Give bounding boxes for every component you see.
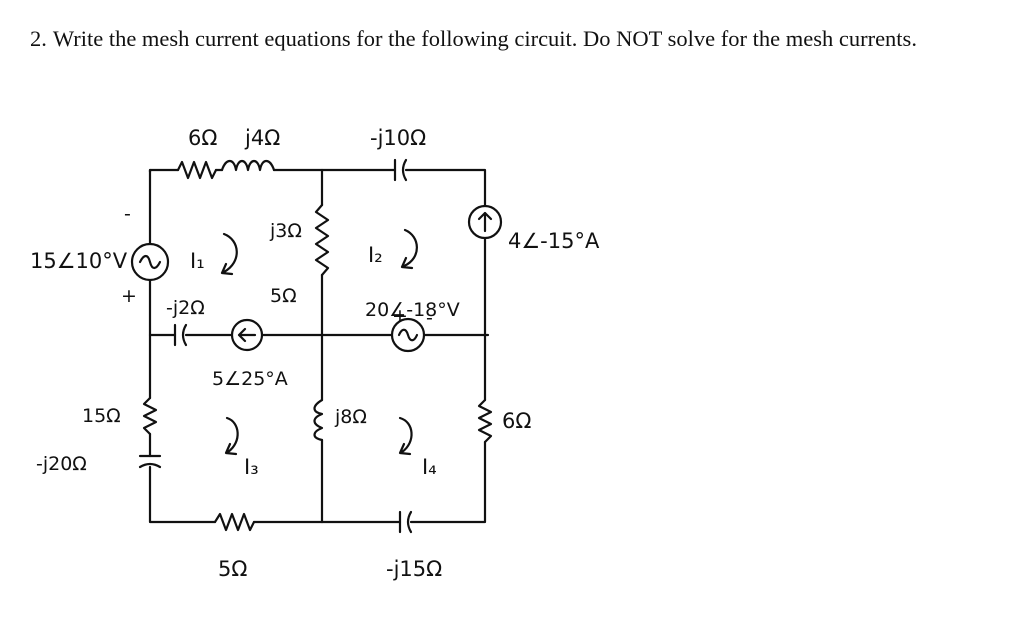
middle-resistor-label: 5Ω: [270, 285, 297, 307]
voltage-source-left-label: 15∠10°V: [30, 249, 128, 273]
right-resistor-label: 6Ω: [502, 409, 531, 433]
circuit-wires: [138, 158, 493, 534]
lower-inductor-label: j8Ω: [334, 406, 367, 428]
question-body: Write the mesh current equations for the…: [52, 26, 917, 51]
question-number: 2.: [30, 26, 47, 51]
voltage-source-middle: [390, 317, 426, 353]
top-left-resistor-label: 6Ω: [188, 126, 217, 150]
vs-left-minus: -: [124, 203, 131, 225]
current-source-middle: [230, 318, 264, 352]
top-capacitor-label: -j10Ω: [370, 126, 426, 150]
question-text: 2.Write the mesh current equations for t…: [30, 20, 1005, 58]
mesh2-label: I₂: [368, 243, 383, 267]
bottom-resistor-label: 5Ω: [218, 557, 247, 581]
voltage-source-left: [130, 242, 170, 282]
current-source-right: [467, 204, 503, 240]
mesh1-label: I₁: [190, 249, 205, 273]
bottom-left-capacitor-label: -j20Ω: [36, 453, 87, 475]
middle-inductor-label: j3Ω: [269, 220, 302, 242]
left-resistor-label: 15Ω: [82, 405, 121, 427]
mesh4-label: I₄: [422, 455, 437, 479]
mesh-arrows: [220, 228, 418, 456]
voltage-source-middle-label: 20∠-18°V: [365, 299, 460, 321]
top-inductor-label: j4Ω: [244, 126, 280, 150]
vs-mid-plus: +: [392, 305, 408, 327]
bottom-capacitor-label: -j15Ω: [386, 557, 442, 581]
current-source-middle-label: 5∠25°A: [212, 368, 288, 390]
vs-left-plus: +: [121, 285, 137, 307]
vs-mid-minus: -: [426, 307, 433, 329]
left-capacitor-label: -j2Ω: [166, 297, 205, 319]
mesh3-label: I₃: [244, 455, 259, 479]
current-source-right-label: 4∠-15°A: [508, 229, 600, 253]
